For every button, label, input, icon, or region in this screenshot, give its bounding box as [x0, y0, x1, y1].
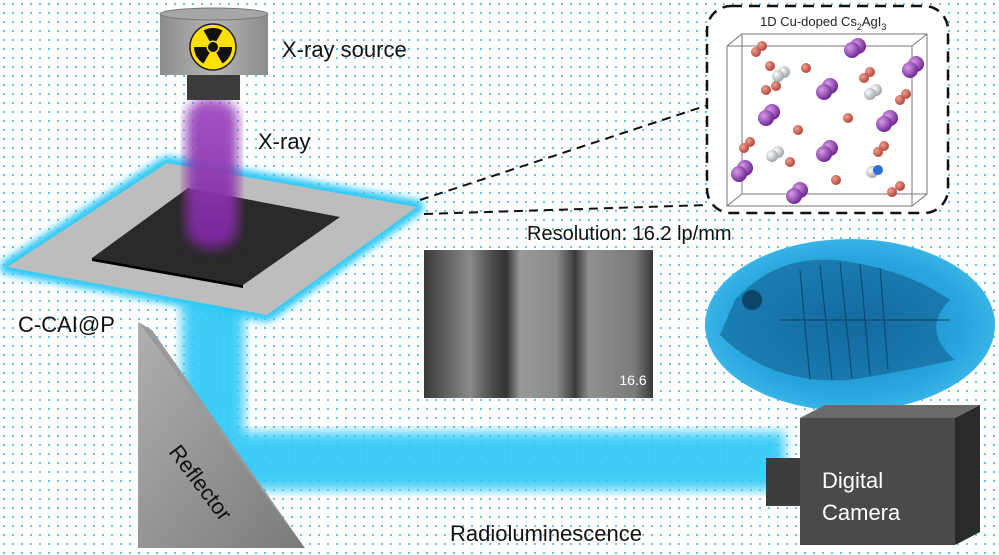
resolution-label: Resolution: 16.2 lp/mm	[527, 223, 732, 245]
resolution-value: 16.6	[619, 372, 646, 388]
scintillator-label: C-CAI@P	[18, 312, 115, 337]
reflector: Reflector	[138, 322, 305, 548]
radioluminescence-beam	[182, 300, 785, 490]
camera-label-line2: Camera	[822, 500, 901, 525]
crystal-title: 1D Cu-doped Cs2AgI3	[760, 14, 886, 32]
cu-atom	[873, 165, 883, 175]
xray-source-label: X-ray source	[282, 37, 407, 62]
radiation-icon	[189, 23, 237, 71]
cs-atoms	[731, 38, 924, 204]
fish-xray-image	[705, 239, 995, 411]
xray-label: X-ray	[258, 129, 311, 154]
xray-beam	[186, 98, 238, 248]
resolution-test-image: 16.6	[424, 250, 653, 398]
iodine-atoms	[739, 41, 911, 197]
xray-source	[159, 7, 269, 100]
zoom-callout-lines	[419, 104, 709, 215]
camera-label-line1: Digital	[822, 468, 883, 493]
unit-cell	[726, 33, 928, 207]
ag-atoms	[766, 66, 882, 178]
crystal-structure-inset: 1D Cu-doped Cs2AgI3	[705, 4, 950, 215]
digital-camera: Digital Camera	[766, 405, 980, 545]
radioluminescence-label: Radioluminescence	[450, 521, 642, 546]
